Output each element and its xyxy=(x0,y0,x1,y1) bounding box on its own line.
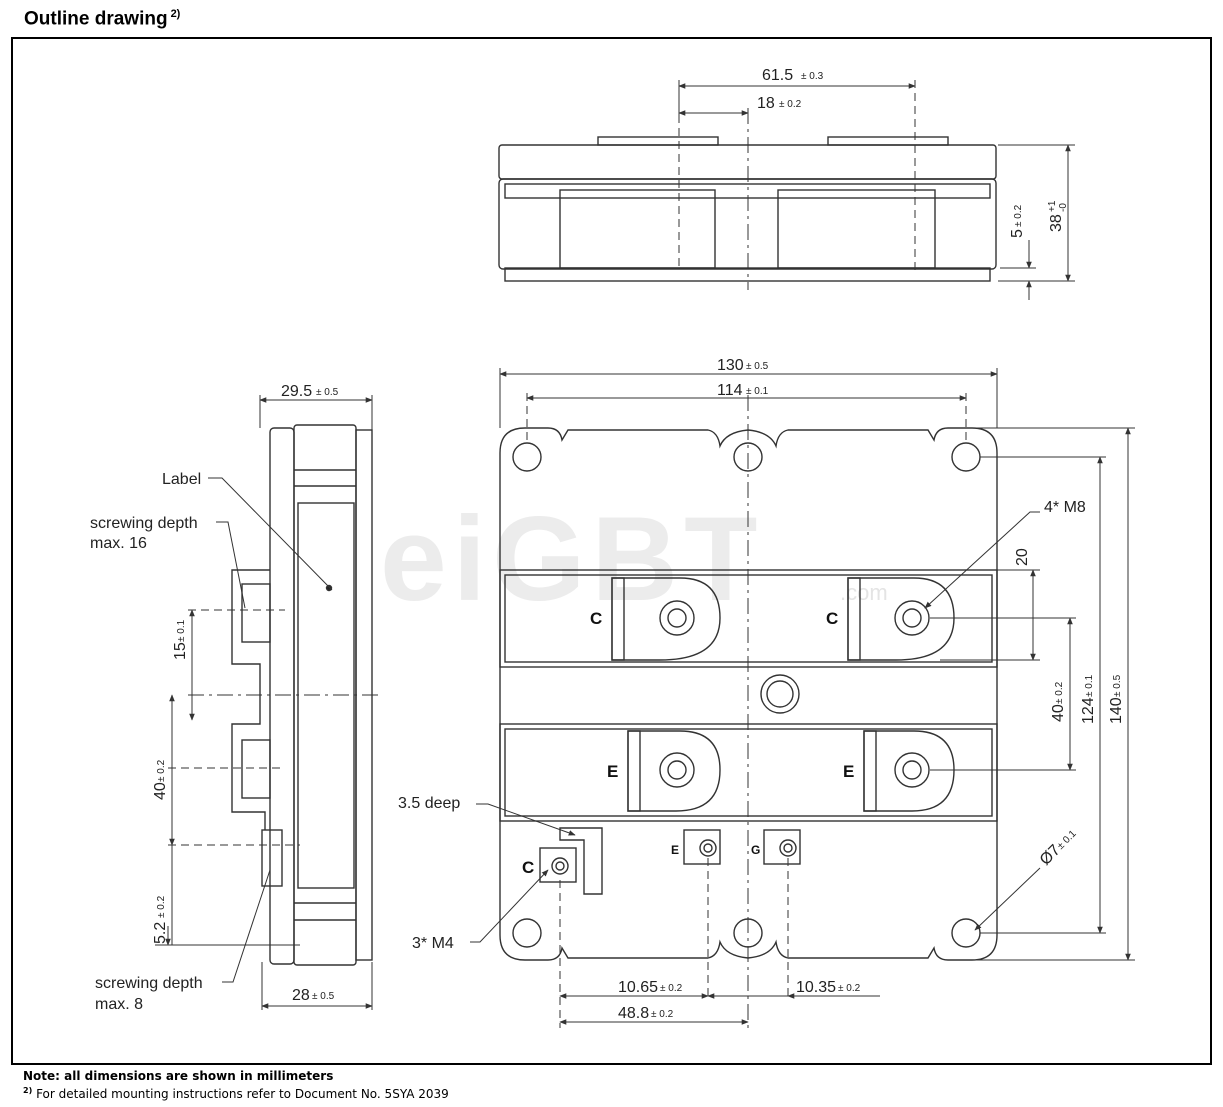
top-view-pocket-left xyxy=(559,189,716,269)
screwing-depth-16-line1: screwing depth xyxy=(90,515,198,532)
terminal-label-e2: E xyxy=(843,762,854,781)
dim-40-side-tol: ± 0.2 xyxy=(156,759,167,782)
screwing-depth-16-line2: max. 16 xyxy=(90,535,147,552)
top-view-labels: 61.5 ± 0.3 18 ± 0.2 5 ± 0.2 38 +1 -0 xyxy=(757,67,1069,238)
dim-124-tol: ± 0.1 xyxy=(1084,674,1095,697)
label-callout: Label xyxy=(162,471,201,488)
dim-40-side: 40 xyxy=(152,782,169,800)
dim-5-2-tol: ± 0.2 xyxy=(156,895,167,918)
dim-29-5: 29.5 xyxy=(281,383,312,400)
dim-18: 18 xyxy=(757,95,775,112)
dim-10-65: 10.65 xyxy=(618,979,658,996)
side-view-labels: 29.5 ± 0.5 28 ± 0.5 Label screwing depth… xyxy=(90,383,339,1013)
aux-terminal-c-clip xyxy=(559,827,603,895)
dim-28: 28 xyxy=(292,987,310,1004)
side-view-terminal-e xyxy=(241,739,271,799)
dim-10-35-tol: ± 0.2 xyxy=(838,983,861,994)
terminal-e2-tab xyxy=(863,730,955,812)
dim-61-5-tol: ± 0.3 xyxy=(801,71,824,82)
terminal-e2-screw xyxy=(894,752,930,788)
footnote: 2) For detailed mounting instructions re… xyxy=(23,1086,449,1101)
terminal-label-e1: E xyxy=(607,762,618,781)
callout-3-5-deep: 3.5 deep xyxy=(398,795,460,812)
dim-130-tol: ± 0.5 xyxy=(746,361,769,372)
callout-m4: 3* M4 xyxy=(412,935,454,952)
dim-48-8-tol: ± 0.2 xyxy=(651,1009,674,1020)
dim-dia7-tol: ± 0.1 xyxy=(1055,828,1079,852)
dim-10-35: 10.35 xyxy=(796,979,836,996)
dim-140: 140 xyxy=(1108,697,1125,724)
mounting-hole-tc xyxy=(733,442,763,472)
aux-terminal-c xyxy=(539,847,577,883)
dim-38: 38 xyxy=(1048,214,1065,232)
top-view xyxy=(498,80,997,290)
watermark: eiGBT .com xyxy=(380,492,888,626)
terminal-c1-screw xyxy=(659,600,695,636)
terminal-e1-tab xyxy=(627,730,721,812)
terminal-c2-screw xyxy=(894,600,930,636)
mounting-hole-bl xyxy=(512,918,542,948)
watermark-sub: .com xyxy=(840,580,888,605)
terminal-label-e-aux: E xyxy=(671,843,679,857)
units-note: Note: all dimensions are shown in millim… xyxy=(23,1069,334,1083)
callout-m8: 4* M8 xyxy=(1044,499,1086,516)
dim-5-2: 5.2 xyxy=(152,922,169,944)
dim-15: 15 xyxy=(172,642,189,660)
watermark-text: eiGBT xyxy=(380,492,763,626)
side-view-terminal-c xyxy=(241,583,271,643)
dim-140-tol: ± 0.5 xyxy=(1112,674,1123,697)
dim-124: 124 xyxy=(1080,697,1097,724)
dim-38-tol-plus: +1 xyxy=(1047,200,1058,212)
dim-15-tol: ± 0.1 xyxy=(176,619,187,642)
screwing-depth-8-line2: max. 8 xyxy=(95,996,143,1013)
terminal-label-c-aux: C xyxy=(522,858,534,877)
drawing-frame xyxy=(11,37,1212,1065)
terminal-e1-screw xyxy=(659,752,695,788)
top-view-dimensions xyxy=(678,80,1075,300)
side-view xyxy=(168,424,380,966)
aux-terminal-e xyxy=(683,829,721,865)
dim-5-tol: ± 0.2 xyxy=(1013,204,1024,227)
dim-29-5-tol: ± 0.5 xyxy=(316,387,339,398)
mounting-hole-bc xyxy=(733,918,763,948)
terminal-label-g-aux: G xyxy=(751,843,760,857)
side-view-terminals xyxy=(231,569,270,830)
dim-61-5: 61.5 xyxy=(762,67,793,84)
terminal-label-c1: C xyxy=(590,609,602,628)
front-view xyxy=(499,393,998,1030)
center-boss xyxy=(760,674,800,714)
mounting-hole-br xyxy=(951,918,981,948)
dim-20: 20 xyxy=(1014,548,1031,566)
side-view-aux-terminal xyxy=(261,829,283,887)
dim-40-front-tol: ± 0.2 xyxy=(1054,681,1065,704)
dim-130: 130 xyxy=(717,357,744,374)
screwing-depth-8-line1: screwing depth xyxy=(95,975,203,992)
dim-114-tol: ± 0.1 xyxy=(746,386,769,397)
dim-10-65-tol: ± 0.2 xyxy=(660,983,683,994)
dim-114: 114 xyxy=(717,382,743,399)
dim-40-front: 40 xyxy=(1050,704,1067,722)
top-view-pocket-right xyxy=(777,189,936,269)
mounting-hole-tr xyxy=(951,442,981,472)
dim-5: 5 xyxy=(1009,229,1026,238)
side-view-dimensions xyxy=(155,395,373,1010)
front-view-dimensions xyxy=(470,368,1135,1025)
top-view-terminal-right xyxy=(827,136,949,146)
dim-28-tol: ± 0.5 xyxy=(312,991,335,1002)
terminal-label-c2: C xyxy=(826,609,838,628)
top-view-terminal-left xyxy=(597,136,719,146)
aux-terminal-g xyxy=(763,829,801,865)
dim-18-tol: ± 0.2 xyxy=(779,99,802,110)
front-view-labels: 130 ± 0.5 114 ± 0.1 20 40 ± 0.2 124 ± 0.… xyxy=(398,357,1125,1022)
dim-48-8: 48.8 xyxy=(618,1005,649,1022)
terminal-c1-tab xyxy=(611,577,721,661)
dim-38-tol-minus: -0 xyxy=(1058,203,1069,212)
mounting-hole-tl xyxy=(512,442,542,472)
